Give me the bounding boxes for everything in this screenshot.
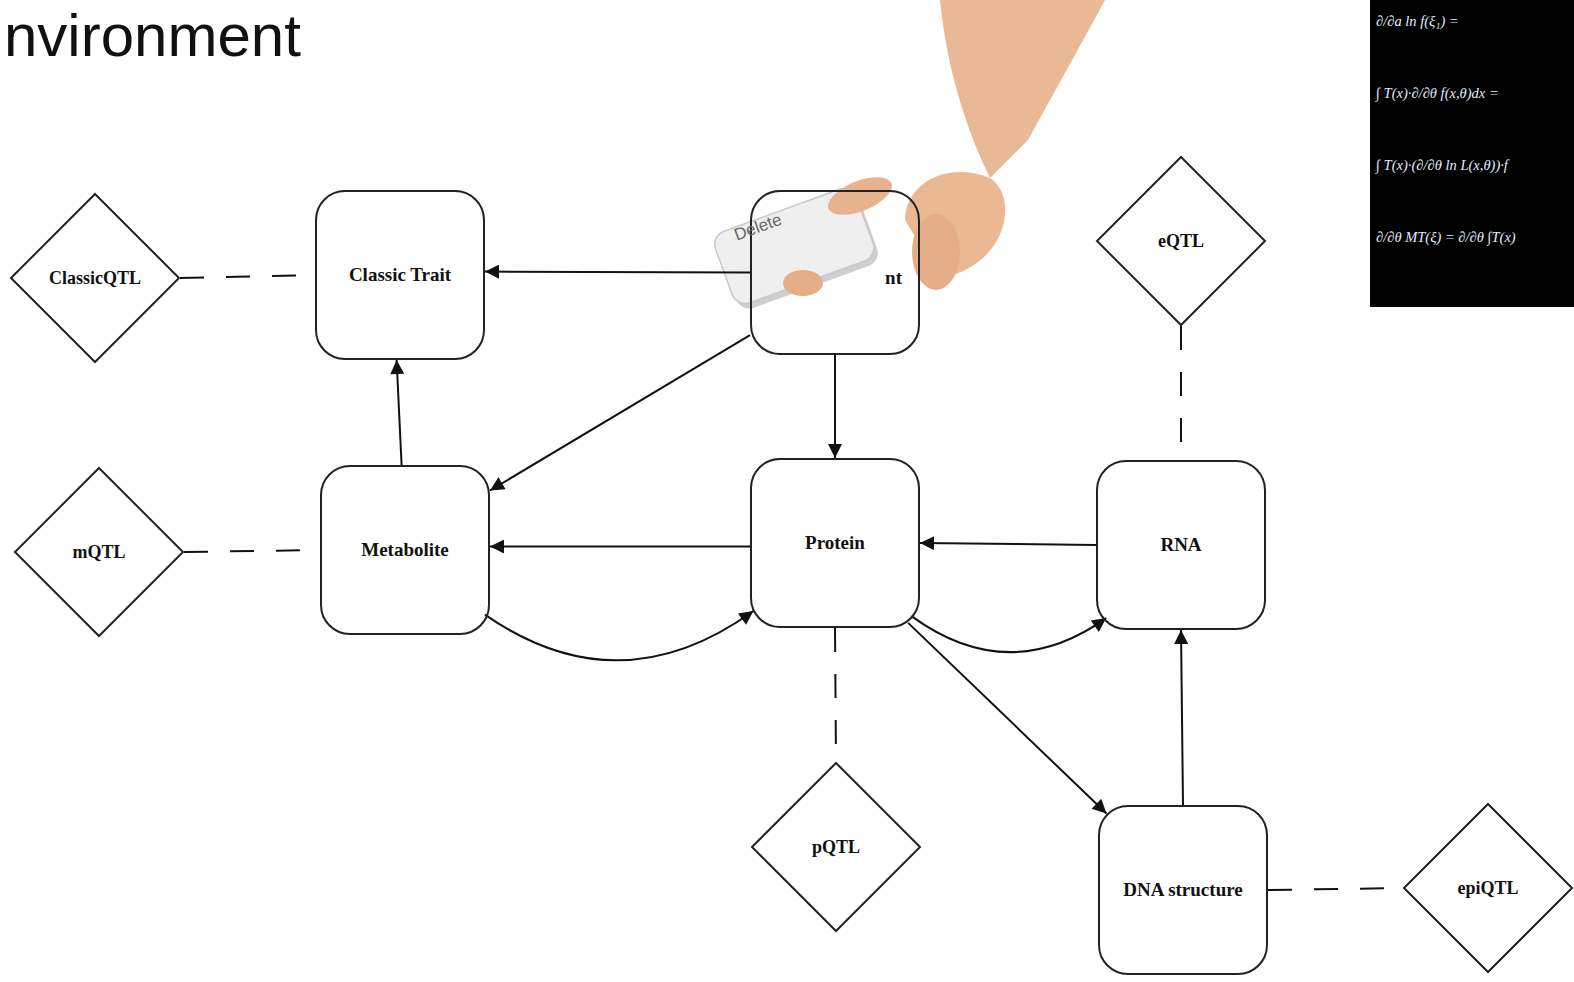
qtl-label: pQTL [812,837,860,858]
node-label: RNA [1160,534,1201,556]
qtl-label: epiQTL [1457,878,1518,899]
arrow-connector [834,355,836,458]
index-finger [783,270,823,296]
qtl-diamond: epiQTL [1403,803,1573,973]
dashed-link [835,628,836,762]
process-box: Protein [750,458,920,628]
formula-text: ∫ T(x)·∂/∂θ f(x,θ)dx = [1376,82,1574,104]
diamond-shape [1404,804,1572,972]
qtl-label: ClassicQTL [49,268,141,289]
dashed-link [1180,326,1182,460]
qtl-label: eQTL [1158,231,1204,252]
formula-text: ∂/∂θ MT(ξ) = ∂/∂θ ∫T(x) [1376,226,1574,248]
arrow-connector [912,616,1107,652]
arrow-connector [485,611,754,660]
process-box: DNA structure [1098,805,1268,975]
diamond-shape [15,468,183,636]
arrow-connector [920,543,1096,545]
arrow-connector [485,271,750,274]
arrow-connector [490,335,750,490]
node-label: Protein [805,532,865,554]
arrow-connector [490,545,750,547]
dashed-link [184,550,320,552]
arrow-connector [908,623,1106,814]
formula-text: ∫ T(x)·(∂/∂θ ln L(x,θ))·f [1376,154,1574,176]
process-box: RNA [1096,460,1266,630]
formula-image: ∂/∂a ln f(ξ₁) = ∫ T(x)·∂/∂θ f(x,θ)dx = ∫ T… [1370,0,1574,307]
formula-text: ∂/∂a ln f(ξ₁) = [1376,10,1574,32]
thumb [823,169,897,222]
node-label: Classic Trait [349,264,451,286]
qtl-diamond: eQTL [1096,156,1266,326]
qtl-label: mQTL [72,542,125,563]
arrow-connector [397,360,402,465]
node-label: Metabolite [361,539,449,561]
diamond-shape [752,763,920,931]
qtl-diamond: mQTL [14,467,184,637]
page-title: nvironment [4,0,301,72]
dashed-link [180,275,315,278]
diamond-shape [11,194,179,362]
node-label: nt [885,267,902,289]
qtl-diamond: pQTL [751,762,921,932]
arm [940,0,1105,178]
node-label: DNA structure [1123,879,1242,901]
qtl-diamond: ClassicQTL [10,193,180,363]
process-box: Metabolite [320,465,490,635]
process-box: Classic Trait [315,190,485,360]
arrow-connector [1181,630,1183,805]
diamond-shape [1097,157,1265,325]
dashed-link [1268,888,1403,890]
